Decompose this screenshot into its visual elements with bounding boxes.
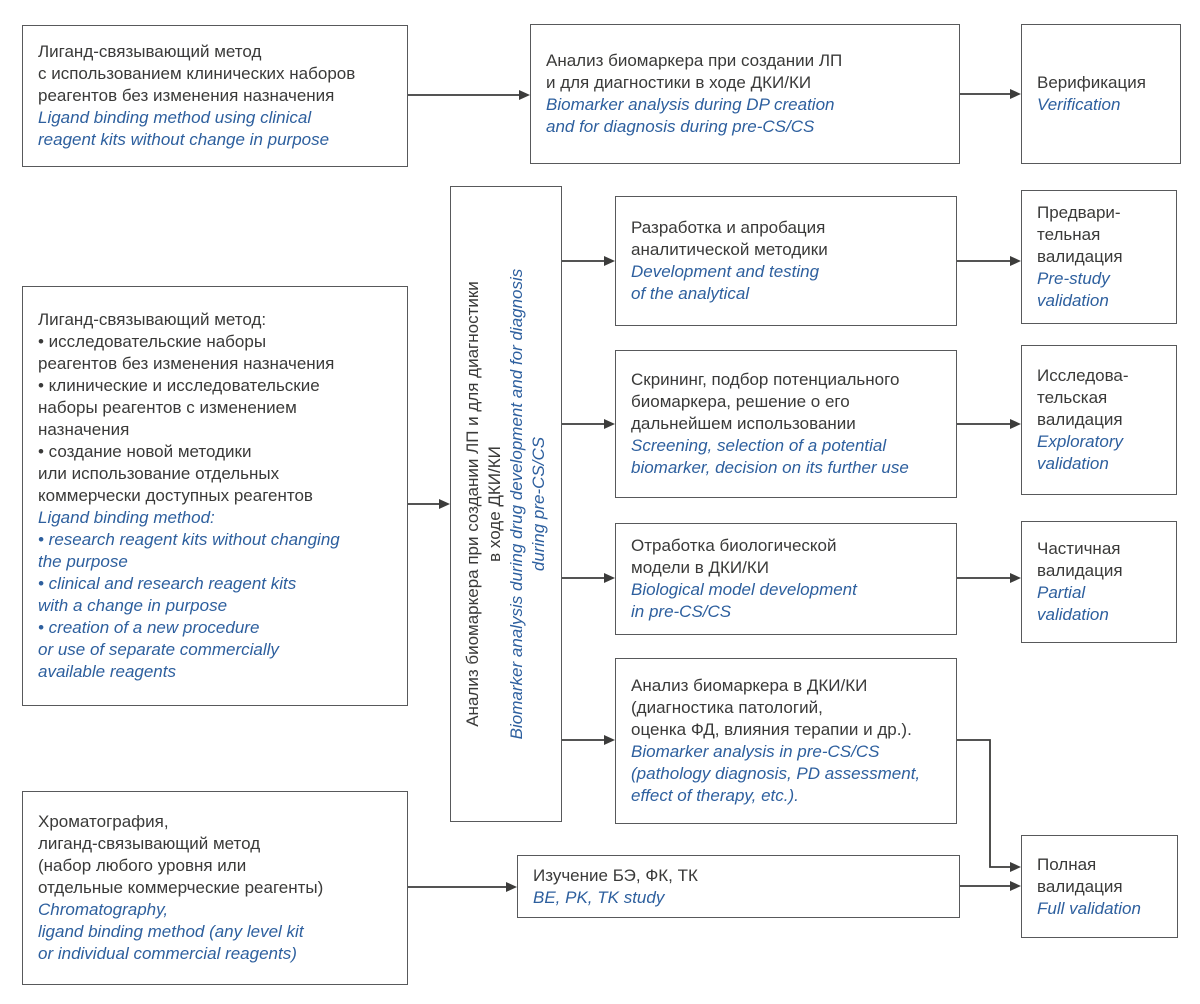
box-be-pk-tk-text-ru: Изучение БЭ, ФК, ТК (533, 865, 698, 885)
box-ligand-research: Лиганд-связывающий метод: • исследовател… (22, 286, 408, 706)
box-full-validation-text-ru: Полная валидация (1037, 854, 1123, 896)
box-biomarker-vertical-text-ru: Анализ биомаркера при создании ЛП и для … (463, 281, 504, 727)
box-biomarker-vertical-text-en: Biomarker analysis during drug developme… (507, 268, 548, 740)
box-dev-testing-text-en: Development and testing of the analytica… (631, 262, 820, 303)
box-ligand-clinical: Лиганд-связывающий метод с использование… (22, 25, 408, 167)
box-be-pk-tk-text-en: BE, PK, TK study (533, 887, 665, 907)
box-pre-study-validation: Предвари- тельная валидация Pre-study va… (1021, 190, 1177, 324)
box-biomarker-vertical-rotated-text: Анализ биомаркера при создании ЛП и для … (462, 204, 550, 804)
box-chromatography-text-ru: Хроматография, лиганд-связывающий метод … (38, 812, 324, 897)
box-full-validation: Полная валидация Full validation (1021, 835, 1178, 938)
box-dev-testing-text-ru: Разработка и апробация аналитической мет… (631, 218, 828, 259)
box-be-pk-tk: Изучение БЭ, ФК, ТК BE, PK, TK study (517, 855, 960, 918)
box-screening-text-en: Screening, selection of a potential biom… (631, 436, 909, 477)
box-screening-text-ru: Скрининг, подбор потенциального биомарке… (631, 370, 900, 433)
box-biomarker-vertical: Анализ биомаркера при создании ЛП и для … (450, 186, 562, 822)
box-ligand-clinical-text-ru: Лиганд-связывающий метод с использование… (38, 42, 356, 105)
arrow-analysis-cs-to-full-validation (957, 739, 1021, 872)
box-biomodel-text-en: Biological model development in pre-CS/C… (631, 580, 857, 621)
box-ligand-research-text-ru: Лиганд-связывающий метод: • исследовател… (38, 310, 335, 505)
box-biomarker-dp-text-en: Biomarker analysis during DP creation an… (546, 95, 835, 136)
box-pre-study-validation-text-en: Pre-study validation (1037, 269, 1110, 310)
box-analysis-cs-text-en: Biomarker analysis in pre-CS/CS (patholo… (631, 742, 921, 805)
box-partial-validation: Частичная валидация Partial validation (1021, 521, 1177, 643)
box-analysis-cs: Анализ биомаркера в ДКИ/КИ (диагностика … (615, 658, 957, 824)
box-exploratory-validation: Исследова- тельская валидация Explorator… (1021, 345, 1177, 495)
box-chromatography-text-en: Chromatography, ligand binding method (a… (38, 900, 304, 963)
box-verification: Верификация Verification (1021, 24, 1181, 164)
box-ligand-research-text-en: Ligand binding method: • research reagen… (38, 508, 340, 681)
box-chromatography: Хроматография, лиганд-связывающий метод … (22, 791, 408, 985)
box-verification-text-ru: Верификация (1037, 73, 1146, 92)
box-partial-validation-text-en: Partial validation (1037, 583, 1109, 624)
box-full-validation-text-en: Full validation (1037, 898, 1141, 918)
box-pre-study-validation-text-ru: Предвари- тельная валидация (1037, 203, 1123, 266)
box-partial-validation-text-ru: Частичная валидация (1037, 539, 1123, 580)
box-screening: Скрининг, подбор потенциального биомарке… (615, 350, 957, 498)
box-dev-testing: Разработка и апробация аналитической мет… (615, 196, 957, 326)
box-biomarker-dp: Анализ биомаркера при создании ЛП и для … (530, 24, 960, 164)
box-exploratory-validation-text-en: Exploratory validation (1037, 432, 1123, 473)
box-ligand-clinical-text-en: Ligand binding method using clinical rea… (38, 108, 330, 149)
box-biomodel-text-ru: Отработка биологической модели в ДКИ/КИ (631, 536, 837, 577)
box-verification-text-en: Verification (1037, 95, 1121, 114)
box-biomarker-dp-text-ru: Анализ биомаркера при создании ЛП и для … (546, 51, 843, 92)
box-exploratory-validation-text-ru: Исследова- тельская валидация (1037, 366, 1129, 429)
box-analysis-cs-text-ru: Анализ биомаркера в ДКИ/КИ (диагностика … (631, 676, 912, 739)
box-biomodel: Отработка биологической модели в ДКИ/КИ … (615, 523, 957, 635)
